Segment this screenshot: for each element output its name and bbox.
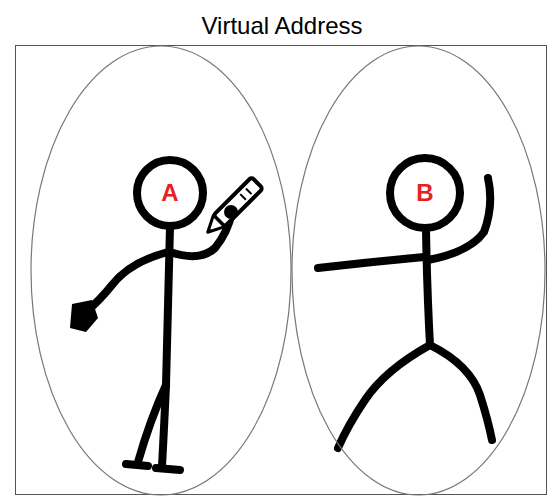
ellipse-outline: [30, 45, 292, 496]
box-title: Virtual Address: [202, 12, 363, 40]
ellipse-region: B: [291, 45, 546, 496]
figure-letter: B: [416, 179, 433, 207]
ellipse-region: A: [30, 45, 292, 496]
figure-letter: A: [161, 179, 178, 207]
address-space-box: Virtual AddressAB: [15, 45, 547, 495]
ellipse-outline: [291, 45, 546, 496]
